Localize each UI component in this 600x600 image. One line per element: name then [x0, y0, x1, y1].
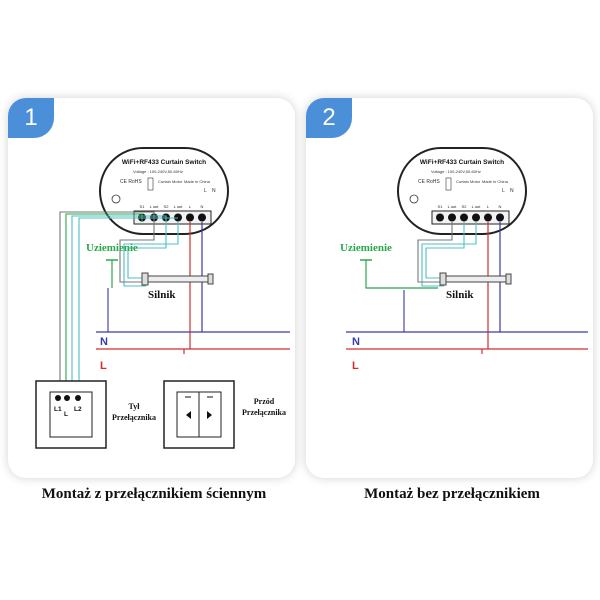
- terminal-label-s2: S2: [164, 204, 170, 209]
- switch-back-caption-2: Przełącznika: [112, 413, 156, 422]
- device-made-in: Made in China: [482, 179, 509, 184]
- terminal-label-lout2: L out: [472, 204, 482, 209]
- device-voltage: Voltage : 100-240V,50-60Hz: [133, 169, 183, 174]
- terminal-label-l: L: [487, 204, 490, 209]
- terminal-label-lout1: L out: [150, 204, 160, 209]
- device-certs: CE RoHS: [418, 179, 440, 185]
- svg-text:L: L: [502, 188, 505, 194]
- motor-label: Silnik: [446, 289, 474, 301]
- motor-icon: [147, 177, 154, 191]
- ground-symbol-icon: [409, 194, 419, 204]
- motor-tube-icon: [141, 272, 214, 286]
- wiring-diagram-2: WiFi+RF433 Curtain Switch Voltage : 100-…: [340, 147, 588, 372]
- terminal-label-lout1: L out: [448, 204, 458, 209]
- terminal-screws: [436, 213, 504, 222]
- caption-with-switch: Montaż z przełącznikiem ściennym: [41, 486, 267, 502]
- device-certs: CE RoHS: [120, 179, 142, 185]
- switch-back-caption-1: Tył: [129, 402, 141, 411]
- wiring-diagram-1: WiFi+RF433 Curtain Switch Voltage : 100-…: [35, 147, 290, 449]
- terminal-label-lout2: L out: [174, 204, 184, 209]
- neutral-label: N: [352, 336, 360, 348]
- motor-wire-2: [417, 222, 453, 283]
- terminal-label-n: N: [499, 204, 502, 209]
- terminal-label-l: L: [189, 204, 192, 209]
- live-label: L: [100, 360, 107, 372]
- terminal-label-s1: S1: [438, 204, 444, 209]
- motor-tube-icon: [439, 272, 512, 286]
- ground-symbol-icon: [111, 194, 121, 204]
- switch-back: L1 L L2: [35, 380, 107, 449]
- switch-front-caption-2: Przełącznika: [242, 408, 286, 417]
- motor-wire-2: [119, 222, 155, 283]
- switch-terminal-l2: L2: [74, 406, 82, 413]
- switch-front: [163, 380, 235, 449]
- device-voltage: Voltage : 100-240V,50-60Hz: [431, 169, 481, 174]
- panel-number-badge: 2: [306, 98, 352, 138]
- terminal-label-s1: S1: [140, 204, 146, 209]
- terminal-label-s2: S2: [462, 204, 468, 209]
- switch-terminal-l1: L1: [54, 406, 62, 413]
- switch-front-caption-1: Przód: [254, 397, 275, 406]
- svg-text:N: N: [212, 188, 216, 194]
- ground-label: Uziemienie: [86, 242, 138, 254]
- svg-text:N: N: [510, 188, 514, 194]
- diagram-panel-without-switch: 2 WiFi+RF433 Curtain Switch Voltage : 10…: [306, 98, 593, 478]
- terminal-label-n: N: [201, 204, 204, 209]
- motor-wire-1: [123, 222, 179, 287]
- switch-wire-l2: [71, 215, 167, 394]
- device-label: Curtain Motor: [456, 179, 481, 184]
- caption-without-switch: Montaż bez przełącznikiem: [364, 486, 540, 502]
- curtain-switch-device: WiFi+RF433 Curtain Switch Voltage : 100-…: [99, 147, 229, 235]
- motor-wire-3: [425, 222, 465, 279]
- device-title: WiFi+RF433 Curtain Switch: [122, 159, 206, 166]
- switch-terminal-l: L: [64, 411, 68, 418]
- neutral-label: N: [100, 336, 108, 348]
- svg-text:L: L: [204, 188, 207, 194]
- ground-label: Uziemienie: [340, 242, 392, 254]
- device-made-in: Made in China: [184, 179, 211, 184]
- motor-icon: [445, 177, 452, 191]
- motor-label: Silnik: [148, 289, 176, 301]
- ground-wire: [365, 260, 438, 289]
- diagram-panel-with-switch: 1 WiFi+RF433 Curtain Switch Voltage : 10…: [8, 98, 295, 478]
- live-label: L: [352, 360, 359, 372]
- motor-wire-1: [421, 222, 477, 287]
- panel-number-badge: 1: [8, 98, 54, 138]
- arrow-left-icon: [186, 411, 191, 419]
- device-label: Curtain Motor: [158, 179, 183, 184]
- motor-wire-3: [127, 222, 167, 279]
- curtain-switch-device: WiFi+RF433 Curtain Switch Voltage : 100-…: [397, 147, 527, 235]
- device-title: WiFi+RF433 Curtain Switch: [420, 159, 504, 166]
- arrow-right-icon: [207, 411, 212, 419]
- switch-wire-l: [59, 211, 155, 394]
